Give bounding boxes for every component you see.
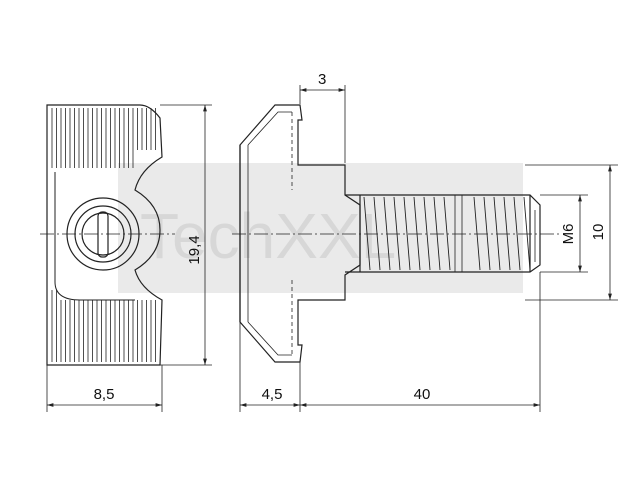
dim-head-thickness: 4,5 [262,386,283,403]
watermark-box [118,163,523,293]
dim-head-size: 10 [590,224,607,241]
screw-slot [97,211,109,258]
front-view-outline [46,104,163,366]
front-face [54,172,135,301]
watermark-text: TechXXL [140,200,396,272]
dim-width: 8,5 [94,386,115,403]
dim-thread-length: 40 [414,386,431,403]
bolt-body [345,194,541,273]
front-view [40,104,175,366]
thread-lines [363,196,531,271]
dim-thread-size: M6 [560,224,577,245]
dim-slot-width: 3 [318,71,326,88]
grip-ridges [51,108,156,362]
dim-height: 19,4 [186,235,203,264]
